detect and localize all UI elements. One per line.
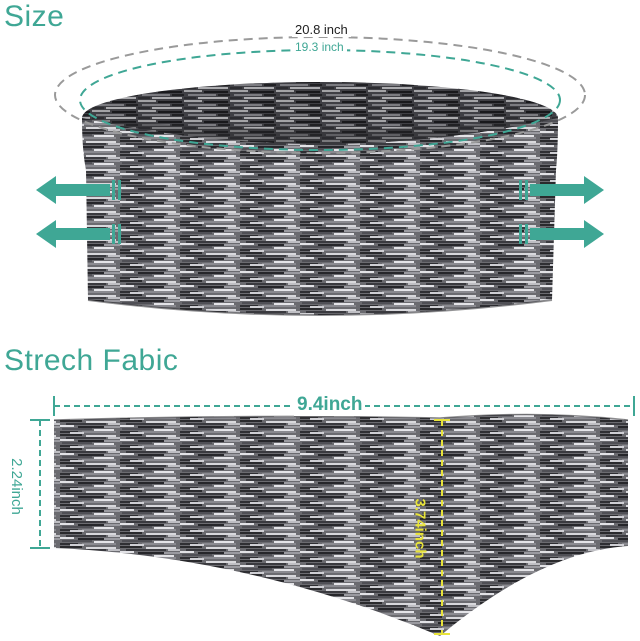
inner-circumference-label: 19.3 inch — [292, 40, 347, 54]
stretch-arrow-left-icon — [36, 176, 121, 248]
stretch-arrow-right-icon — [519, 176, 604, 248]
center-height-line — [434, 419, 450, 635]
headband-loop — [82, 82, 558, 316]
size-title: Size — [4, 0, 65, 33]
outer-circumference-line — [54, 36, 586, 154]
outer-circumference-label: 20.8 inch — [292, 22, 351, 37]
height-dimension-line — [30, 419, 50, 549]
stretch-title: Strech Fabic — [4, 344, 179, 377]
center-height-label: 3.74inch — [411, 498, 429, 559]
flat-height-label: 2.24inch — [7, 456, 25, 517]
headband-flat — [53, 413, 629, 636]
flat-width-label: 9.4inch — [294, 394, 366, 416]
